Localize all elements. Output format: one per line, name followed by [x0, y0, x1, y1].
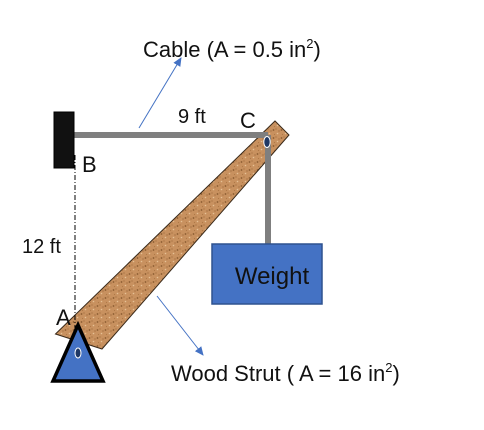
- wall-support: [53, 111, 75, 169]
- point-a-label: A: [56, 305, 71, 330]
- strut-label-text: Wood Strut ( A = 16 in2): [171, 360, 400, 386]
- strut-pointer-arrow: [156, 295, 204, 356]
- span-dimension-label: 9 ft: [178, 106, 206, 128]
- cable-pointer-arrow: [138, 57, 182, 129]
- point-c-label: C: [240, 108, 256, 133]
- weight-label: Weight: [235, 263, 310, 290]
- weight-block: [211, 243, 323, 305]
- height-dimension-label: 12 ft: [22, 236, 61, 258]
- point-b-label: B: [82, 152, 97, 177]
- cable-label-text: Cable (A = 0.5 in2): [143, 36, 321, 62]
- pin-c-icon: [263, 136, 271, 148]
- pin-a-icon: [74, 347, 82, 359]
